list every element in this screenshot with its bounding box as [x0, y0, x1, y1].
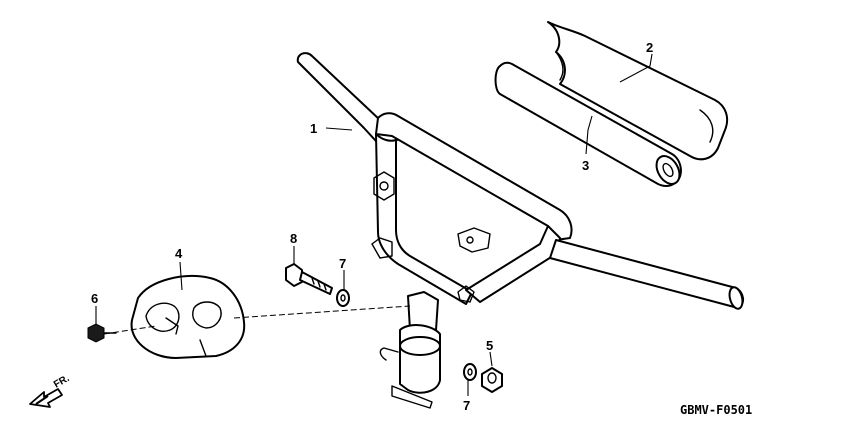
front-direction-arrow-icon — [29, 388, 63, 408]
handlebar-pad-cover-icon — [547, 21, 729, 161]
callout-7-upper: 7 — [339, 256, 346, 271]
handlebar-cover-icon — [130, 275, 246, 359]
front-direction-label: FR. — [52, 373, 72, 391]
steering-stem-clamp-icon — [379, 291, 441, 409]
leader-lines — [95, 53, 653, 396]
callout-8: 8 — [290, 231, 297, 246]
callout-5: 5 — [486, 338, 493, 353]
callout-6: 6 — [91, 291, 98, 306]
handlebar-pad-foam-icon — [494, 61, 682, 187]
washer-icon — [336, 289, 350, 307]
callout-4: 4 — [175, 246, 183, 261]
screw-icon — [87, 323, 117, 343]
callout-3: 3 — [582, 158, 589, 173]
callout-7-lower: 7 — [463, 398, 470, 413]
nut-icon — [481, 367, 503, 393]
bolt-icon — [285, 263, 333, 295]
callout-1: 1 — [310, 121, 317, 136]
washer-icon — [463, 363, 477, 381]
handlebar-icon — [296, 52, 744, 310]
callout-2: 2 — [646, 40, 653, 55]
drawing-code: GBMV-F0501 — [680, 403, 752, 417]
